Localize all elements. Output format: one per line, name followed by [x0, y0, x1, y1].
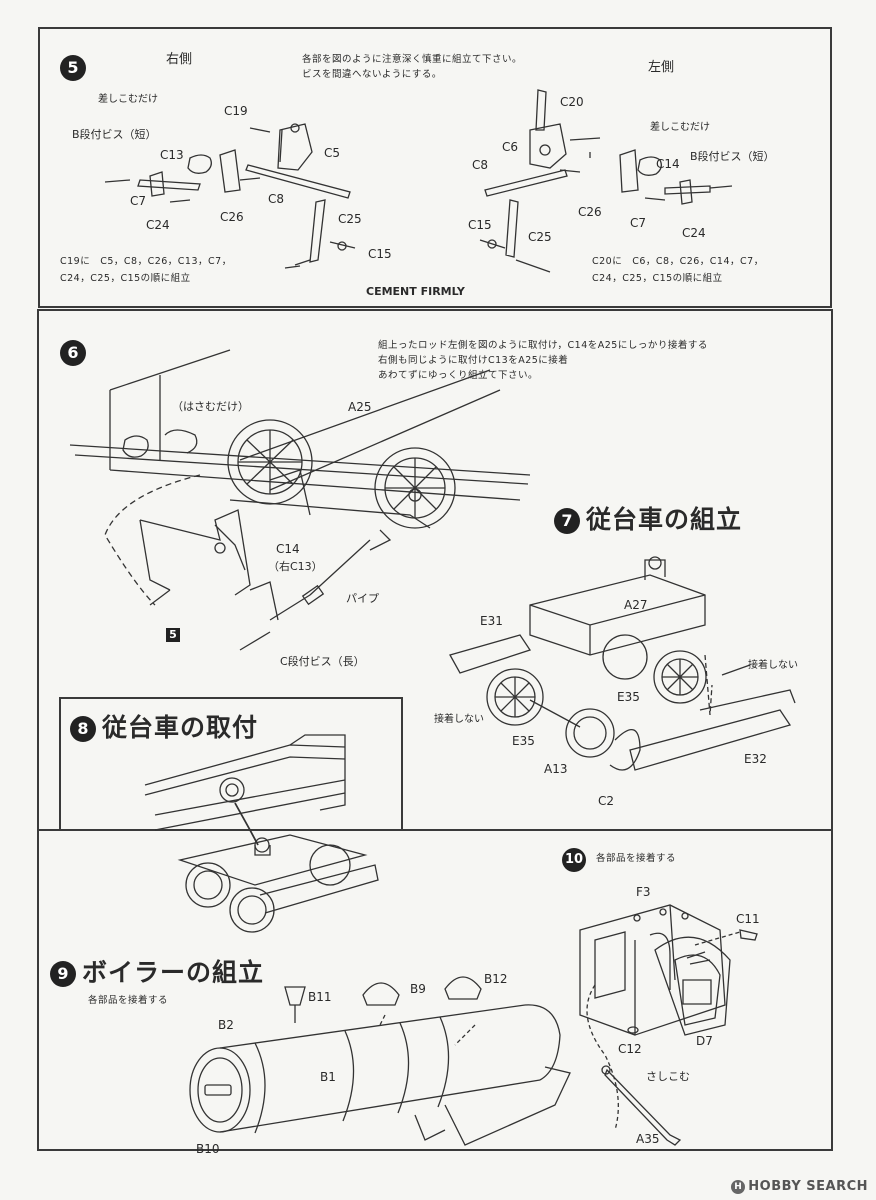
step9-label-b1: B1 [320, 1070, 336, 1084]
step5-label-c26-right: C26 [220, 210, 244, 224]
step10-label-c11: C11 [736, 912, 760, 926]
step7-label-e35-b: E35 [512, 734, 535, 748]
step10-label-d7: D7 [696, 1034, 713, 1048]
step5-note-right-2: C24，C25，C15の順に組立 [60, 273, 191, 284]
step5-label-c25-left: C25 [528, 230, 552, 244]
step10-subtitle: 各部品を接着する [596, 853, 677, 864]
step5-instructions-1: 各部を図のように注意深く慎重に組立て下さい。 [302, 54, 523, 65]
step9-boiler-drawing [185, 965, 575, 1145]
step7-title: 従台車の組立 [586, 505, 743, 534]
step5-left-rod-assembly-drawing [470, 90, 740, 280]
step10-label-f3: F3 [636, 885, 651, 899]
step9-title: ボイラーの組立 [82, 958, 265, 987]
step5-left-side: 左側 [648, 60, 675, 75]
step5-panel [38, 27, 832, 308]
step5-label-sashikomu-left: 差しこむだけ [650, 122, 710, 133]
step7-trailing-truck-drawing [450, 565, 810, 795]
step5-label-c5: C5 [324, 146, 341, 160]
step9-label-b10: B10 [196, 1142, 220, 1156]
step7-label-c2: C2 [598, 794, 615, 808]
step9-label-b2: B2 [218, 1018, 234, 1032]
step5-number: 5 [60, 55, 86, 81]
step6-frame-and-rods-drawing [70, 350, 530, 660]
step6-label-c14: C14 [276, 542, 300, 556]
step9-number: 9 [50, 961, 76, 987]
step7-label-e31: E31 [480, 614, 503, 628]
step5-cement-firmly: CEMENT FIRMLY [366, 285, 465, 298]
step5-label-c7-left: C7 [630, 216, 647, 230]
step9-subtitle: 各部品を接着する [88, 995, 169, 1006]
step5-label-c7-right: C7 [130, 194, 147, 208]
step5-right-rod-assembly-drawing [100, 110, 360, 280]
step6-number: 6 [60, 340, 86, 366]
step7-label-no-glue-2: 接着しない [434, 714, 484, 725]
step5-label-c24-right: C24 [146, 218, 170, 232]
step5-note-left-1: C20に C6，C8，C26，C14，C7， [592, 256, 764, 267]
step10-label-a35: A35 [636, 1132, 660, 1146]
step5-label-b-bis-left: B段付ビス（短） [690, 150, 775, 163]
step10-number: 10 [562, 848, 586, 872]
step7-label-e32: E32 [744, 752, 767, 766]
step5-label-c13: C13 [160, 148, 184, 162]
step5-label-c25-right: C25 [338, 212, 362, 226]
step8-truck-mount-drawing [140, 735, 385, 935]
step6-label-pipe: パイプ [346, 592, 379, 605]
step5-label-c15-right: C15 [368, 247, 392, 261]
step5-label-c8-left: C8 [472, 158, 489, 172]
step7-label-a27: A27 [624, 598, 648, 612]
step6-label-c-bis: C段付ビス（長） [280, 655, 365, 668]
step5-right-side: 右側 [166, 52, 193, 67]
step5-label-c20: C20 [560, 95, 584, 109]
step5-label-c26-left: C26 [578, 205, 602, 219]
step10-label-sashikomu: さしこむ [646, 1070, 690, 1083]
step10-label-c12: C12 [618, 1042, 642, 1056]
step6-label-a25: A25 [348, 400, 372, 414]
step9-label-b11: B11 [308, 990, 332, 1004]
hobby-search-brand-text: HOBBY SEARCH [748, 1179, 868, 1194]
step5-note-left-2: C24，C25，C15の順に組立 [592, 273, 723, 284]
step7-label-a13: A13 [544, 762, 568, 776]
step5-label-c14: C14 [656, 157, 680, 171]
step6-label-hasamu: （はさむだけ） [172, 400, 249, 413]
step5-label-c8-right: C8 [268, 192, 285, 206]
step6-label-c13: （右C13） [268, 560, 323, 573]
step9-label-b12: B12 [484, 972, 508, 986]
step5-label-b-bis-right: B段付ビス（短） [72, 128, 157, 141]
step5-label-c6: C6 [502, 140, 519, 154]
step5-label-c24-left: C24 [682, 226, 706, 240]
step5-label-c15-left: C15 [468, 218, 492, 232]
step8-title: 従台車の取付 [102, 713, 259, 742]
step5-label-sashikomu-right: 差しこむだけ [98, 94, 158, 105]
hobby-search-logo-icon: H [731, 1180, 746, 1194]
step5-note-right-1: C19に C5，C8，C26，C13，C7， [60, 256, 232, 267]
step7-number: 7 [554, 508, 580, 534]
step5-instructions-2: ビスを間違へないようにする。 [302, 69, 442, 80]
step7-label-no-glue-1: 接着しない [748, 660, 798, 671]
step6-instructions-2: 右側も同じように取付けC13をA25に接着 [378, 355, 569, 366]
step10-cab-drawing [575, 900, 775, 1155]
step7-label-e35-a: E35 [617, 690, 640, 704]
step6-instructions-1: 組上ったロッド左側を図のように取付け，C14をA25にしっかり接着する [378, 340, 708, 351]
step6-ref-step5-badge: 5 [166, 628, 180, 642]
step5-label-c19: C19 [224, 104, 248, 118]
step8-number: 8 [70, 716, 96, 742]
step9-label-b9: B9 [410, 982, 426, 996]
step6-instructions-3: あわてずにゆっくり組立て下さい。 [378, 370, 539, 381]
